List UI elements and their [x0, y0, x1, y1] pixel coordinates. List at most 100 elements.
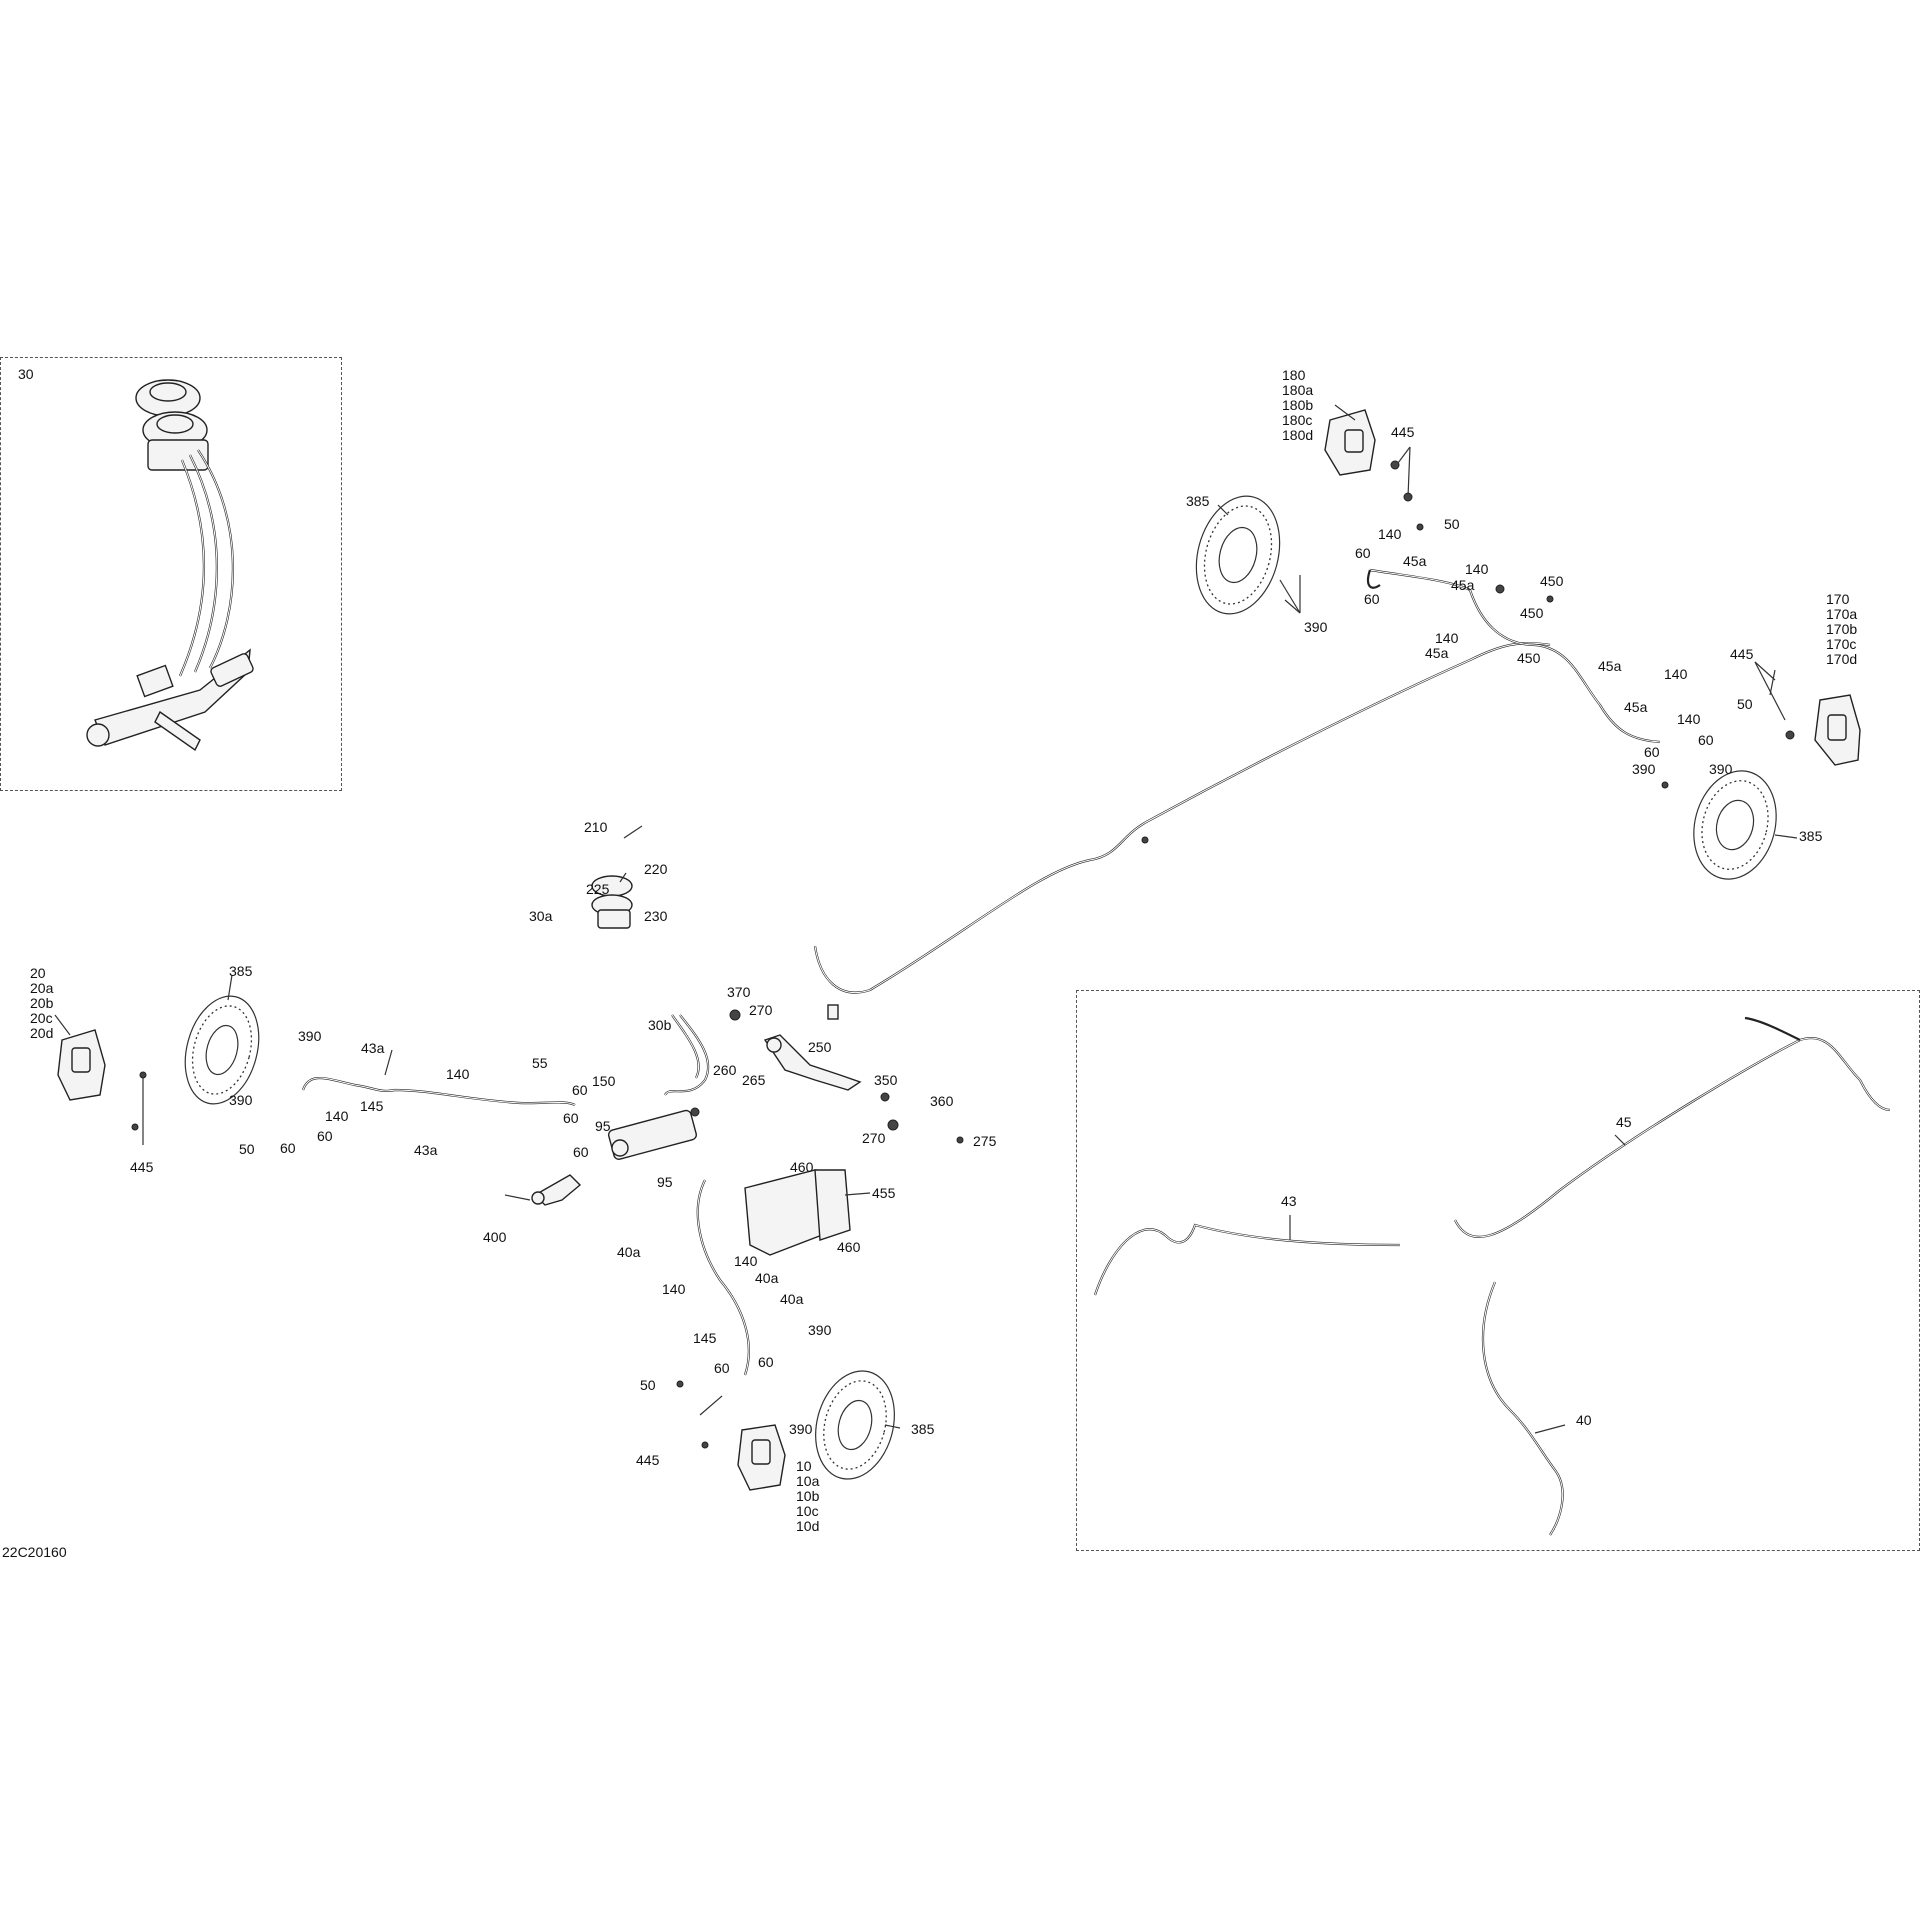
- callout-445-left: 445: [130, 1159, 154, 1175]
- callout-180: 180: [1282, 367, 1306, 383]
- rear-left-caliper-drawing: [1324, 409, 1400, 476]
- callout-225: 225: [586, 881, 610, 897]
- callout-390-r1: 390: [1632, 761, 1656, 777]
- callout-50-d: 50: [640, 1377, 656, 1393]
- callout-385-left: 385: [229, 963, 253, 979]
- callout-10c: 10c: [796, 1503, 819, 1519]
- callout-43a-a: 43a: [361, 1040, 385, 1056]
- callout-10a: 10a: [796, 1473, 820, 1489]
- callout-180a: 180a: [1282, 382, 1314, 398]
- callout-275: 275: [973, 1133, 997, 1149]
- diagram-id: 22C20160: [2, 1544, 67, 1560]
- callout-140-i: 140: [662, 1281, 686, 1297]
- callout-20c: 20c: [30, 1010, 53, 1026]
- callout-390-top: 390: [1304, 619, 1328, 635]
- callout-10: 10: [796, 1458, 812, 1474]
- callout-170a: 170a: [1826, 606, 1858, 622]
- callout-250: 250: [808, 1039, 832, 1055]
- callout-390-l2: 390: [229, 1092, 253, 1108]
- callout-385-top: 385: [1186, 493, 1210, 509]
- callout-60-h: 60: [563, 1110, 579, 1126]
- reservoir-tank-drawing: [744, 1169, 851, 1256]
- callout-270-a: 270: [749, 1002, 773, 1018]
- callout-45: 45: [1616, 1114, 1632, 1130]
- callout-445-bottom: 445: [636, 1452, 660, 1468]
- callout-170-group: 170 170a 170b 170c 170d: [1826, 592, 1857, 667]
- callout-390-b1: 390: [808, 1322, 832, 1338]
- callout-180-group: 180 180a 180b 180c 180d: [1282, 368, 1313, 443]
- callout-60-e: 60: [317, 1128, 333, 1144]
- callout-140-g: 140: [325, 1108, 349, 1124]
- callout-30a: 30a: [529, 908, 553, 924]
- callout-45a-d: 45a: [1598, 658, 1622, 674]
- master-cylinder-assembly-drawing: [86, 379, 254, 752]
- callout-140-e: 140: [1677, 711, 1701, 727]
- callout-60-a: 60: [1355, 545, 1371, 561]
- callout-60-b: 60: [1364, 591, 1380, 607]
- callout-170b: 170b: [1826, 621, 1858, 637]
- callout-40: 40: [1576, 1412, 1592, 1428]
- rear-left-disc-drawing: [1195, 495, 1281, 615]
- callout-45a-a: 45a: [1403, 553, 1427, 569]
- callout-360: 360: [930, 1093, 954, 1109]
- callout-50-c: 50: [239, 1141, 255, 1157]
- callout-145-a: 145: [360, 1098, 384, 1114]
- reservoir-drawing: [591, 875, 633, 929]
- callout-45a-c: 45a: [1425, 645, 1449, 661]
- callout-95-b: 95: [657, 1174, 673, 1190]
- callout-20b: 20b: [30, 995, 54, 1011]
- callout-60-i: 60: [573, 1144, 589, 1160]
- callout-60-d: 60: [1644, 744, 1660, 760]
- callout-10-group: 10 10a 10b 10c 10d: [796, 1459, 819, 1534]
- callout-270-b: 270: [862, 1130, 886, 1146]
- callout-10d: 10d: [796, 1518, 820, 1534]
- bracket-drawing: [531, 1174, 582, 1206]
- callout-140-b: 140: [1465, 561, 1489, 577]
- callout-140-a: 140: [1378, 526, 1402, 542]
- harness-inset-frame: [1076, 990, 1920, 1551]
- callout-40a-c: 40a: [780, 1291, 804, 1307]
- callout-60-f: 60: [280, 1140, 296, 1156]
- callout-60-g: 60: [572, 1082, 588, 1098]
- callout-385-right: 385: [1799, 828, 1823, 844]
- callout-170c: 170c: [1826, 636, 1857, 652]
- callout-50-b: 50: [1737, 696, 1753, 712]
- front-right-disc-drawing: [815, 1370, 895, 1480]
- callout-20: 20: [30, 965, 46, 981]
- callout-220: 220: [644, 861, 668, 877]
- callout-60-k: 60: [758, 1354, 774, 1370]
- master-cylinder-inset-frame: [0, 357, 342, 791]
- callout-170d: 170d: [1826, 651, 1858, 667]
- rear-right-disc-drawing: [1693, 770, 1777, 880]
- callout-45a-e: 45a: [1624, 699, 1648, 715]
- callout-460-a: 460: [790, 1159, 814, 1175]
- callout-40a-b: 40a: [755, 1270, 779, 1286]
- callout-180c: 180c: [1282, 412, 1313, 428]
- callout-180b: 180b: [1282, 397, 1314, 413]
- callout-150: 150: [592, 1073, 616, 1089]
- callout-390-l1: 390: [298, 1028, 322, 1044]
- callout-180d: 180d: [1282, 427, 1314, 443]
- callout-95-a: 95: [595, 1118, 611, 1134]
- callout-140-d: 140: [1664, 666, 1688, 682]
- callout-55: 55: [532, 1055, 548, 1071]
- callout-60-j: 60: [714, 1360, 730, 1376]
- callout-445-right: 445: [1730, 646, 1754, 662]
- leader-lines: [54, 404, 1798, 1434]
- rear-right-caliper-drawing: [1814, 694, 1861, 766]
- callout-170: 170: [1826, 591, 1850, 607]
- callout-20-group: 20 20a 20b 20c 20d: [30, 966, 53, 1041]
- callout-50-a: 50: [1444, 516, 1460, 532]
- callout-145-b: 145: [693, 1330, 717, 1346]
- fasteners: [131, 492, 1795, 1449]
- callout-385-bottom: 385: [911, 1421, 935, 1437]
- callout-390-r2: 390: [1709, 761, 1733, 777]
- callout-400: 400: [483, 1229, 507, 1245]
- callout-450-b: 450: [1520, 605, 1544, 621]
- callout-445-top: 445: [1391, 424, 1415, 440]
- master-cylinder-drawing: [607, 1107, 700, 1160]
- callout-40a-a: 40a: [617, 1244, 641, 1260]
- callout-43a-b: 43a: [414, 1142, 438, 1158]
